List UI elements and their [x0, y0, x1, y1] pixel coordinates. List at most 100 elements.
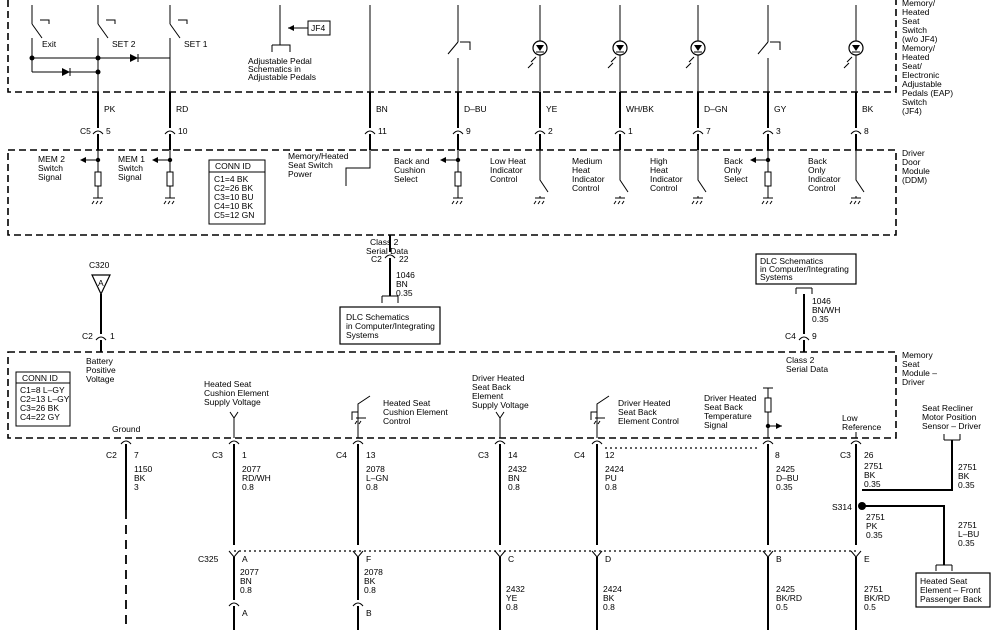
schematic-label: A — [242, 554, 248, 564]
schematic-label: 2432 — [506, 584, 525, 594]
cushion-supply: Heated Seat Cushion Element Supply Volta… — [204, 379, 269, 438]
schematic-label: 0.35 — [864, 479, 881, 489]
schematic-label: Seat Switch — [288, 160, 333, 170]
schematic-label: Driver — [902, 148, 925, 158]
schematic-label: Heated — [902, 52, 930, 62]
schematic-label: BK/RD — [776, 593, 802, 603]
schematic-label: Module – — [902, 368, 937, 378]
schematic-label: Passenger Back — [920, 594, 983, 604]
schematic-label: 2077 — [242, 464, 261, 474]
msm-conn-id: CONN ID C1=8 L–GY C2=13 L–GY C3=26 BK C4… — [15, 371, 71, 427]
schematic-label: 2751 — [864, 461, 883, 471]
schematic-label: Indicator — [808, 174, 841, 184]
schematic-label: (w/o JF4) — [902, 34, 938, 44]
wire-color: D–BU — [464, 104, 487, 114]
schematic-label: 0.8 — [366, 482, 378, 492]
schematic-label: Memory — [902, 350, 933, 360]
led-yellow — [527, 5, 548, 92]
schematic-label: 2 — [548, 126, 553, 136]
wire-color: BK — [862, 104, 874, 114]
schematic-label: C — [508, 554, 514, 564]
schematic-label: L–GN — [366, 473, 388, 483]
schematic-label: BK — [958, 471, 970, 481]
schematic-label: Control — [490, 174, 518, 184]
back-only-select: Back Only Select — [724, 150, 773, 205]
back-supply: Driver Heated Seat Back Element Supply V… — [472, 373, 529, 438]
schematic-label: 2424 — [605, 464, 624, 474]
schematic-label: Heat — [572, 165, 591, 175]
back-cushion-switch — [447, 5, 471, 92]
mem1-input: MEM 1 Switch Signal — [118, 150, 175, 205]
schematic-label: 0.35 — [958, 538, 975, 548]
schematic-label: Serial Data — [786, 364, 828, 374]
schematic-label: 0.35 — [776, 482, 793, 492]
ground-label: Ground — [112, 424, 141, 434]
schematic-label: Seat/ — [902, 61, 922, 71]
splice-s314: S314 2751 PK 0.35 2751 L–BU 0.35 Heated … — [832, 490, 991, 608]
ddm-conn-id: CONN ID C1=4 BK C2=26 BK C3=10 BU C4=10 … — [208, 159, 266, 225]
schematic-label: 2432 — [508, 464, 527, 474]
schematic-label: 10 — [178, 126, 188, 136]
schematic-label: Positive — [86, 365, 116, 375]
schematic-label: C2 — [82, 331, 93, 341]
schematic-label: Low Heat — [490, 156, 527, 166]
schematic-label: C3=10 BU — [214, 192, 253, 202]
schematic-label: Indicator — [650, 174, 683, 184]
schematic-label: 7 — [134, 450, 139, 460]
schematic-label: Signal — [38, 172, 62, 182]
schematic-label: Signal — [704, 420, 728, 430]
c325-connector: C325 A F C D B E 2077 BN 0.8 2078 BK — [198, 550, 890, 630]
schematic-label: 2751 — [864, 584, 883, 594]
schematic-label: 0.8 — [605, 482, 617, 492]
bottom-harness: C2 7 C3 1 C4 13 C3 14 C4 12 8 C3 26 1150… — [106, 403, 991, 630]
schematic-label: C4 — [574, 450, 585, 460]
schematic-label: 9 — [466, 126, 471, 136]
schematic-label: Seat Back — [618, 407, 657, 417]
set2-label: SET 2 — [112, 39, 136, 49]
schematic-label: Heated Seat — [383, 398, 431, 408]
schematic-label: Control — [572, 183, 600, 193]
schematic-label: C1=8 L–GY — [20, 385, 65, 395]
schematic-label: 3 — [776, 126, 781, 136]
high-heat-control: High Heat Indicator Control — [650, 150, 707, 205]
schematic-label: MEM 2 — [38, 154, 65, 164]
medium-heat-control: Medium Heat Indicator Control — [572, 150, 629, 205]
wire-color: D–GN — [704, 104, 728, 114]
schematic-label: Switch — [38, 163, 63, 173]
led-bk — [843, 5, 864, 92]
schematic-label: Driver — [902, 377, 925, 387]
schematic-label: 1 — [110, 331, 115, 341]
schematic-label: 1046 — [396, 270, 415, 280]
schematic-label: Control — [650, 183, 678, 193]
switch-title: Memory/ Heated Seat Switch (w/o JF4) Mem… — [902, 0, 953, 116]
schematic-label: Switch — [902, 25, 927, 35]
schematic-label: Heated — [902, 7, 930, 17]
schematic-label: Class 2 — [370, 237, 399, 247]
led-indicators — [527, 5, 864, 92]
schematic-label: CONN ID — [215, 161, 251, 171]
schematic-label: Select — [724, 174, 748, 184]
schematic-label: C1=4 BK — [214, 174, 249, 184]
schematic-label: 14 — [508, 450, 518, 460]
schematic-label: Low — [842, 413, 858, 423]
schematic-label: BK — [364, 576, 376, 586]
schematic-label: C2 — [371, 254, 382, 264]
schematic-label: 11 — [378, 126, 387, 136]
ddm-connector: C5 — [80, 126, 91, 136]
schematic-label: Class 2 — [786, 355, 815, 365]
schematic-label: Back and — [394, 156, 430, 166]
schematic-label: DLC Schematics — [760, 256, 823, 266]
schematic-label: D — [605, 554, 611, 564]
schematic-label: Reference — [842, 422, 881, 432]
wire-color: RD — [176, 104, 188, 114]
schematic-label: 12 — [605, 450, 615, 460]
schematic-label: Door — [902, 157, 921, 167]
schematic-label: 0.8 — [508, 482, 520, 492]
schematic-label: Memory/Heated — [288, 151, 349, 161]
schematic-label: Battery — [86, 356, 114, 366]
schematic-label: (DDM) — [902, 175, 927, 185]
schematic-label: BN — [508, 473, 520, 483]
schematic-label: Element Control — [618, 416, 679, 426]
schematic-label: BK — [603, 593, 615, 603]
